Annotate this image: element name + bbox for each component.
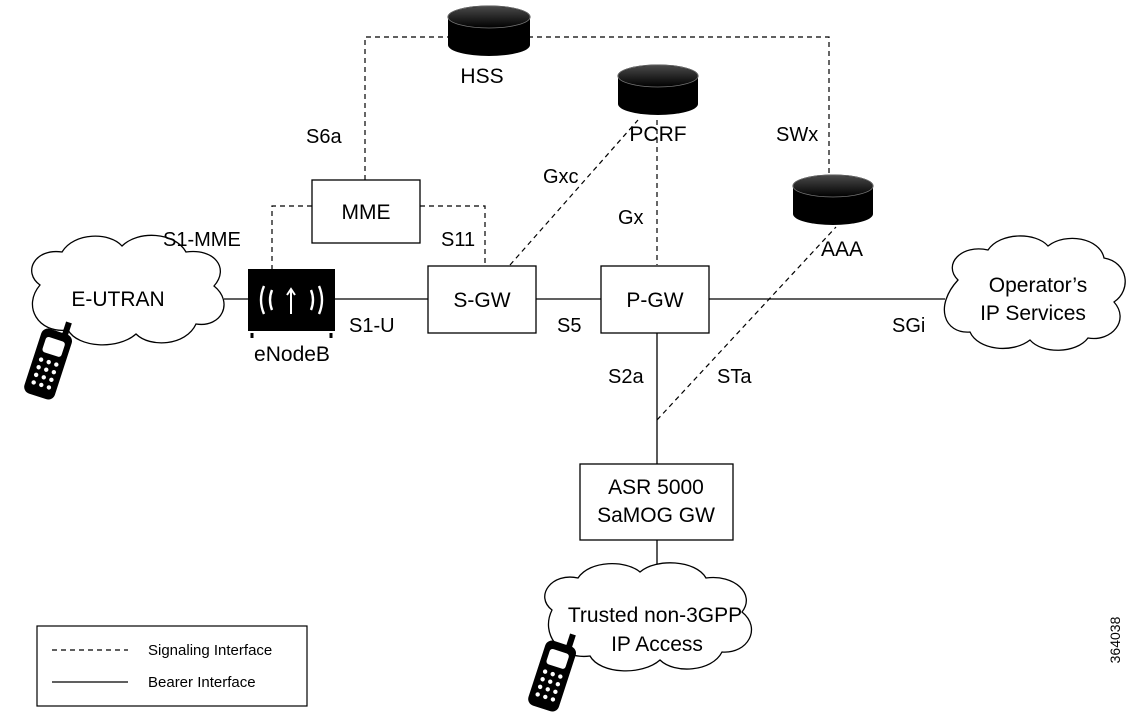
swx-label: SWx	[776, 124, 818, 146]
aaa-label: AAA	[821, 238, 863, 261]
hss-label: HSS	[460, 65, 503, 88]
p-gw-label: P-GW	[626, 289, 683, 312]
interface-labels: S6a SWx Gxc Gx S1-MME S11 S1-U S5 SGi S2…	[163, 124, 925, 388]
aaa-database-icon	[792, 174, 874, 225]
pcrf-label: PCRF	[629, 123, 686, 146]
operator-label-line1: Operator’s	[989, 274, 1087, 297]
s2a-label: S2a	[608, 366, 644, 388]
s5-label: S5	[557, 315, 581, 337]
trusted-access-cloud: Trusted non-3GPP IP Access	[544, 562, 753, 672]
s6a-label: S6a	[306, 126, 342, 148]
sta-link	[656, 226, 837, 421]
s11-link	[420, 205, 486, 265]
samog-label-line1: ASR 5000	[608, 476, 704, 499]
figure-id: 364038	[1107, 616, 1123, 663]
mme-node: MME	[311, 179, 421, 244]
s1-u-label: S1-U	[349, 315, 395, 337]
e-utran-label: E-UTRAN	[71, 288, 164, 311]
operator-label-line2: IP Services	[980, 302, 1086, 325]
e-utran-cloud: E-UTRAN	[31, 234, 225, 346]
signaling-lines	[271, 36, 837, 421]
gxc-label: Gxc	[543, 166, 579, 188]
bearer-lines	[224, 298, 945, 566]
legend-bearer-label: Bearer Interface	[148, 674, 256, 691]
mobile-phone-icon	[24, 321, 72, 400]
samog-label-line2: SaMOG GW	[597, 504, 715, 527]
s11-label: S11	[441, 229, 475, 251]
hss-signaling-link	[364, 36, 830, 180]
sgi-label: SGi	[892, 315, 925, 337]
trusted-label-line2: IP Access	[611, 633, 703, 656]
trusted-label-line1: Trusted non-3GPP	[568, 604, 742, 627]
hss-database-icon	[447, 5, 531, 56]
gxc-link	[509, 119, 639, 266]
samog-gw-node: ASR 5000 SaMOG GW	[579, 463, 734, 541]
p-gw-node: P-GW	[600, 265, 710, 334]
s-gw-node: S-GW	[427, 265, 537, 334]
s-gw-label: S-GW	[453, 289, 510, 312]
mme-label: MME	[342, 201, 391, 224]
legend-signaling-label: Signaling Interface	[148, 642, 272, 659]
s1-mme-link	[271, 205, 312, 270]
mobile-phone-icon	[528, 633, 576, 712]
sta-label: STa	[717, 366, 752, 388]
enodeb-icon	[248, 269, 335, 338]
operator-ip-services-cloud: Operator’s IP Services	[943, 235, 1126, 351]
pcrf-database-icon	[617, 64, 699, 115]
s1-mme-label: S1-MME	[163, 229, 241, 251]
legend: Signaling Interface Bearer Interface	[36, 625, 308, 707]
enodeb-label: eNodeB	[254, 343, 330, 366]
gx-label: Gx	[618, 207, 644, 229]
